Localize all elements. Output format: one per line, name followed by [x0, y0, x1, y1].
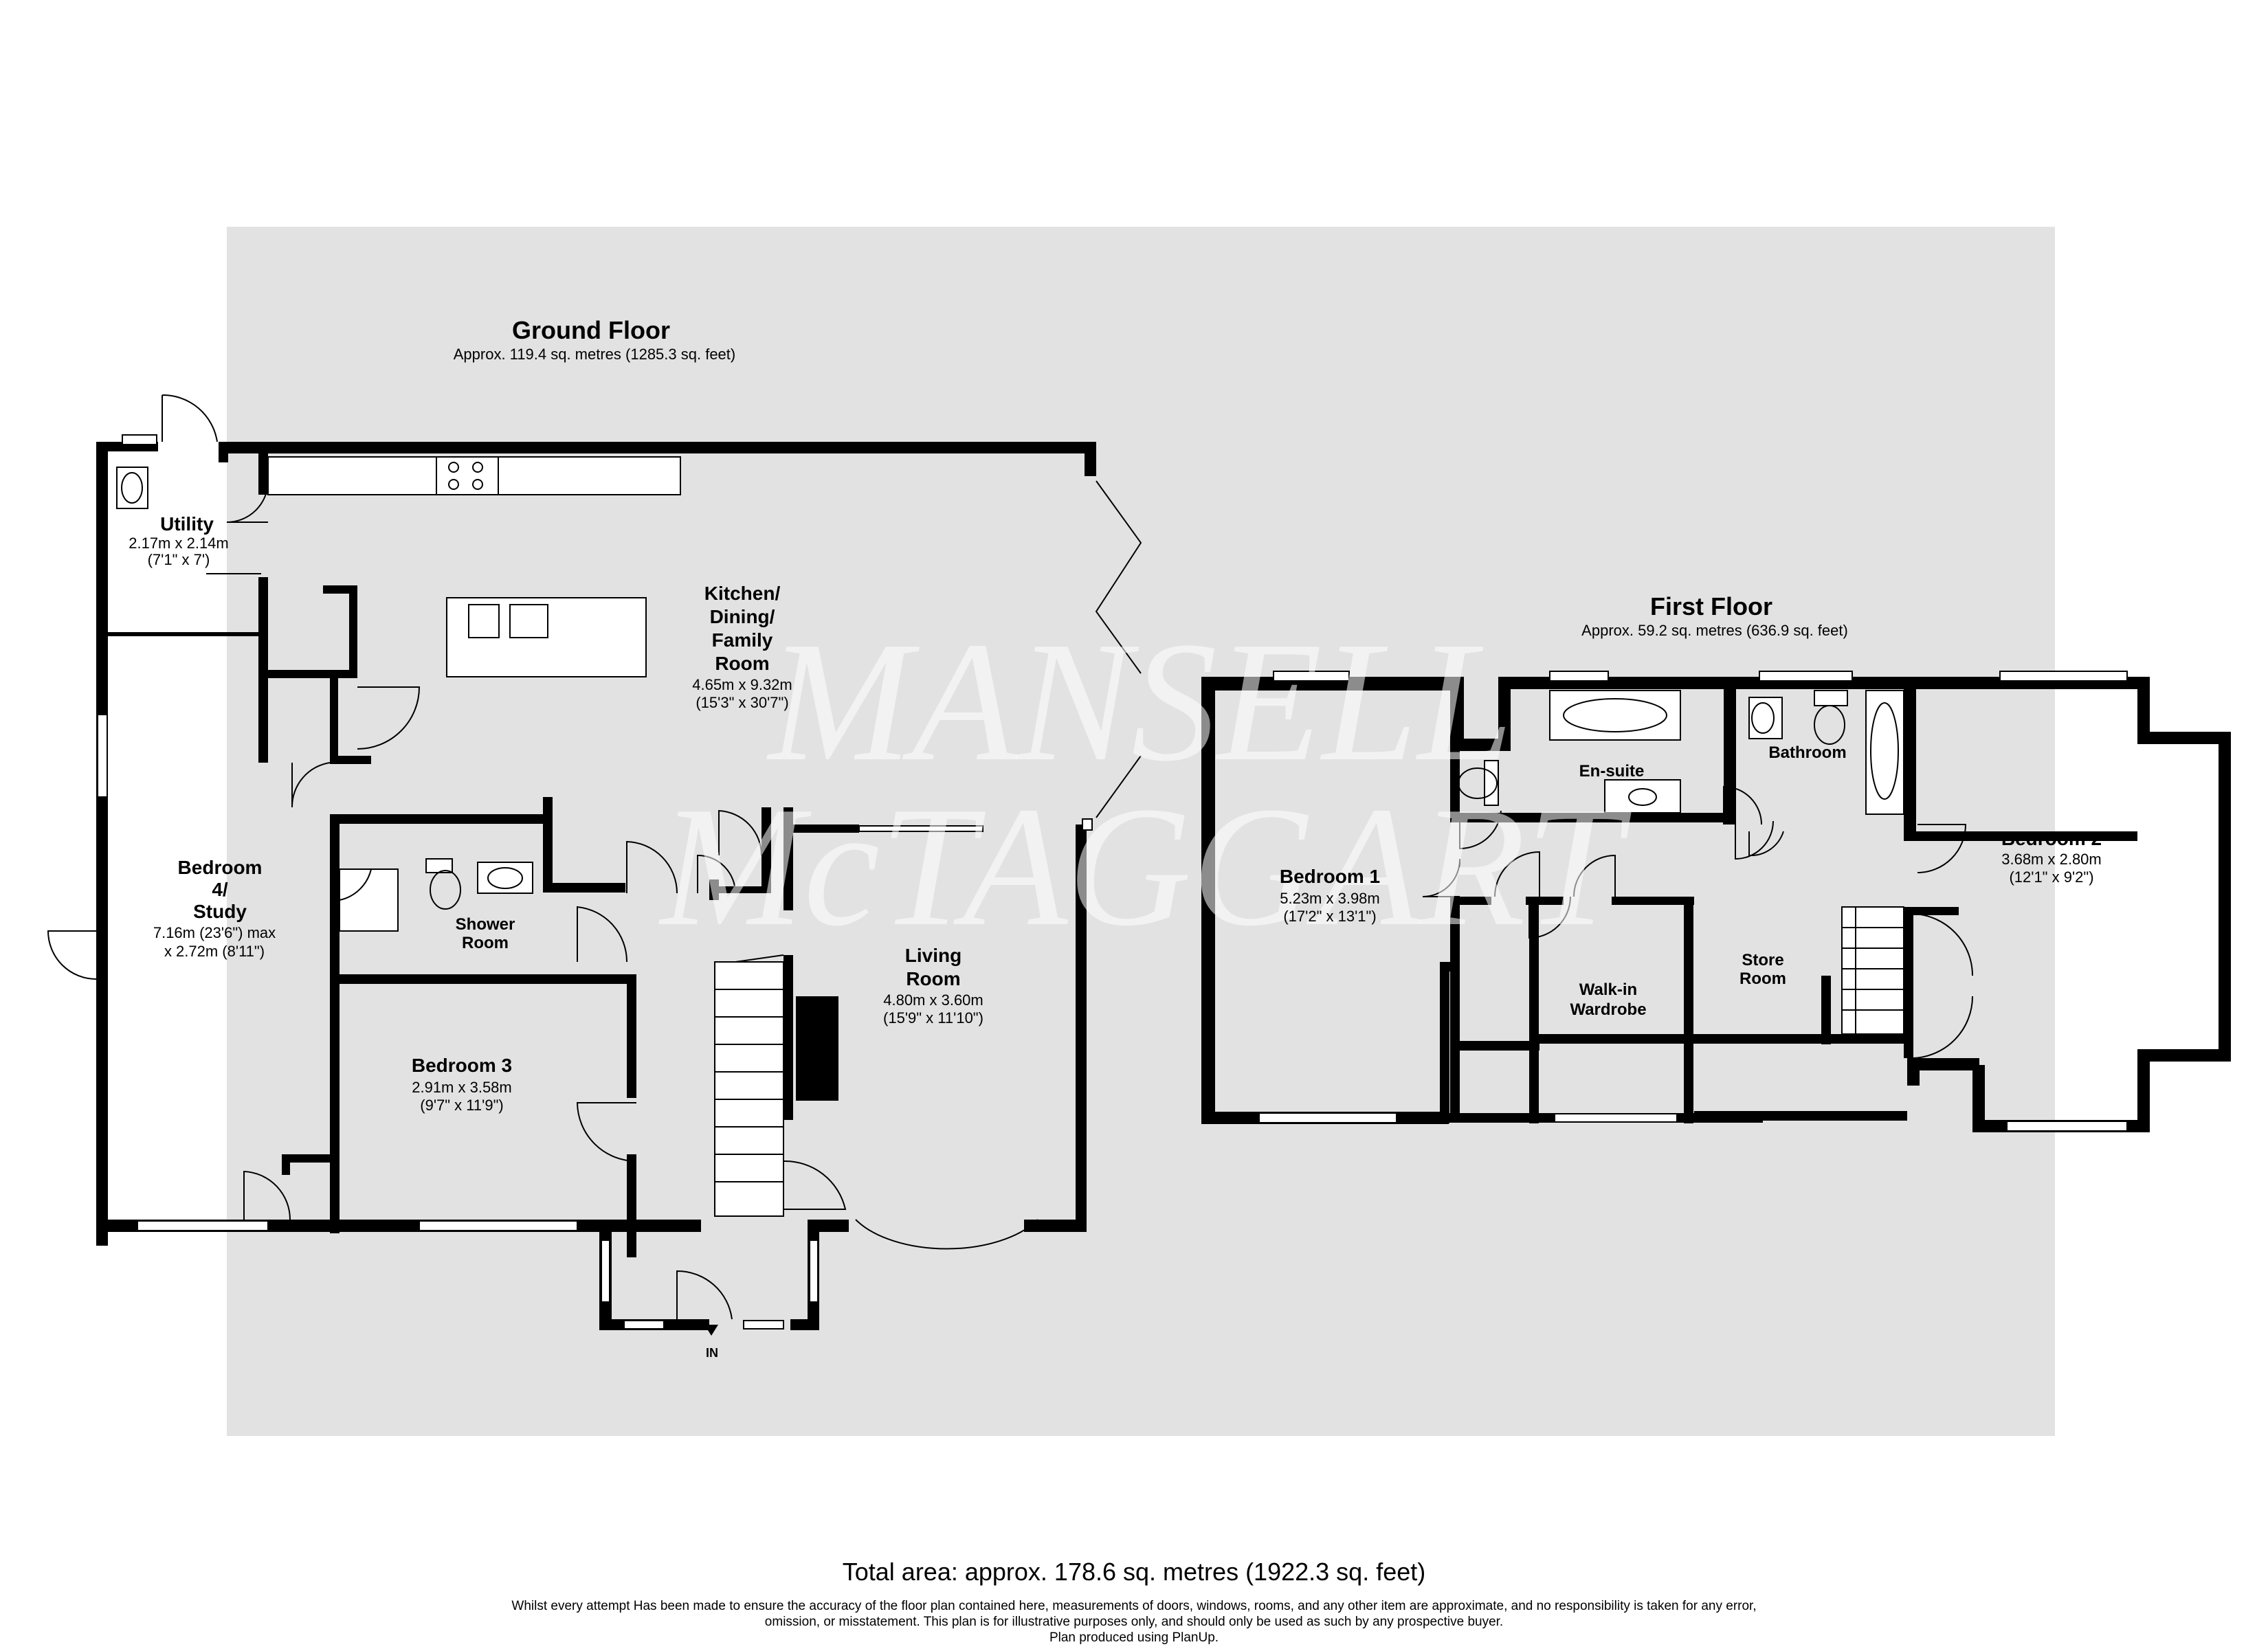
- ground-floor-windows: [97, 434, 1093, 1330]
- kitchen-name-line-2: Dining/: [710, 606, 775, 627]
- disclaimer-line-3: Plan produced using PlanUp.: [1049, 1630, 1219, 1645]
- kitchen-dimensions-imperial: (15'3" x 30'7"): [696, 694, 788, 711]
- bedroom3-dimensions-imperial: (9'7" x 11'9"): [420, 1097, 503, 1114]
- bedroom4-dimensions-line-2: x 2.72m (8'11"): [164, 943, 265, 960]
- walkin-wardrobe-name-line-2: Wardrobe: [1570, 1000, 1646, 1019]
- bedroom1-name: Bedroom 1: [1280, 866, 1380, 887]
- first-floor-windows: [1258, 671, 2128, 1132]
- bedroom2-name: Bedroom 2: [2001, 828, 2102, 849]
- total-area: Total area: approx. 178.6 sq. metres (19…: [843, 1558, 1425, 1586]
- living-room-name-line-2: Room: [906, 968, 960, 989]
- bedroom4-name-line-3: Study: [193, 901, 247, 922]
- living-room-name-line-1: Living: [905, 945, 961, 966]
- watermark-line-2: McTAGGART: [658, 772, 1632, 962]
- walkin-wardrobe-name-line-1: Walk-in: [1579, 980, 1637, 999]
- shower-room-name-line-1: Shower: [456, 915, 515, 934]
- shower-room-name-line-2: Room: [462, 934, 509, 952]
- kitchen-dimensions-metric: 4.65m x 9.32m: [692, 676, 792, 693]
- first-floor-fixtures: [1458, 690, 1904, 1035]
- ensuite-name: En-suite: [1579, 762, 1645, 781]
- bedroom4-name-line-1: Bedroom: [178, 857, 263, 878]
- ground-floor-fixtures: [116, 456, 784, 1217]
- first-floor-area: Approx. 59.2 sq. metres (636.9 sq. feet): [1581, 622, 1848, 639]
- bedroom1-dimensions-imperial: (17'2" x 13'1"): [1283, 908, 1376, 925]
- entrance-arrow-icon: [704, 1325, 718, 1336]
- bedroom4-label: Bedroom 4/ Study 7.16m (23'6") max x 2.7…: [153, 857, 276, 960]
- kitchen-name-line-3: Family: [712, 629, 773, 651]
- living-room-dimensions-metric: 4.80m x 3.60m: [883, 991, 983, 1009]
- ground-floor: [47, 394, 1142, 1330]
- store-room-name-line-2: Room: [1739, 969, 1786, 988]
- utility-label: Utility 2.17m x 2.14m (7'1" x 7'): [129, 513, 229, 568]
- bedroom3-dimensions-metric: 2.91m x 3.58m: [412, 1079, 512, 1096]
- first-floor: [1201, 671, 2231, 1132]
- living-room-dimensions-imperial: (15'9" x 11'10"): [883, 1009, 983, 1027]
- entrance-label: IN: [706, 1346, 718, 1360]
- disclaimer-line-1: Whilst every attempt Has been made to en…: [511, 1599, 1756, 1613]
- plan-background-panel: [227, 227, 2055, 1436]
- shower-room-label: Shower Room: [456, 915, 515, 952]
- bathroom-name: Bathroom: [1768, 743, 1846, 762]
- bedroom2-dimensions-imperial: (12'1" x 9'2"): [2009, 868, 2093, 886]
- bedroom2-dimensions-metric: 3.68m x 2.80m: [2001, 851, 2102, 868]
- first-floor-doors: [1422, 785, 1974, 1059]
- ground-floor-area: Approx. 119.4 sq. metres (1285.3 sq. fee…: [454, 346, 735, 363]
- ground-floor-title: Ground Floor: [512, 316, 670, 344]
- bedroom4-name-line-2: 4/: [212, 879, 228, 900]
- bedroom2-label: Bedroom 2 3.68m x 2.80m (12'1" x 9'2"): [2001, 828, 2102, 886]
- walkin-wardrobe-label: Walk-in Wardrobe: [1570, 980, 1646, 1019]
- entrance-marker: IN: [704, 1325, 718, 1360]
- store-room-label: Store Room: [1739, 951, 1786, 988]
- kitchen-name-line-1: Kitchen/: [704, 583, 781, 604]
- kitchen-name-line-4: Room: [715, 653, 769, 674]
- ground-floor-doors: [47, 394, 1142, 1320]
- living-room-label: Living Room 4.80m x 3.60m (15'9" x 11'10…: [883, 945, 983, 1027]
- bedroom1-dimensions-metric: 5.23m x 3.98m: [1280, 890, 1380, 907]
- watermark-line-1: MANSELL: [766, 607, 1513, 797]
- first-floor-title: First Floor: [1650, 592, 1772, 620]
- bedroom4-dimensions-line-1: 7.16m (23'6") max: [153, 924, 276, 941]
- utility-dimensions-imperial: (7'1" x 7'): [148, 551, 210, 568]
- bedroom3-name: Bedroom 3: [412, 1055, 512, 1076]
- utility-dimensions-metric: 2.17m x 2.14m: [129, 535, 229, 552]
- kitchen-label: Kitchen/ Dining/ Family Room 4.65m x 9.3…: [692, 583, 792, 711]
- disclaimer-line-2: omission, or misstatement. This plan is …: [765, 1615, 1503, 1629]
- bedroom1-label: Bedroom 1 5.23m x 3.98m (17'2" x 13'1"): [1280, 866, 1380, 925]
- bedroom3-label: Bedroom 3 2.91m x 3.58m (9'7" x 11'9"): [412, 1055, 512, 1114]
- utility-name: Utility: [160, 513, 214, 535]
- store-room-name-line-1: Store: [1742, 951, 1783, 969]
- ground-floor-walls: [96, 442, 1096, 1330]
